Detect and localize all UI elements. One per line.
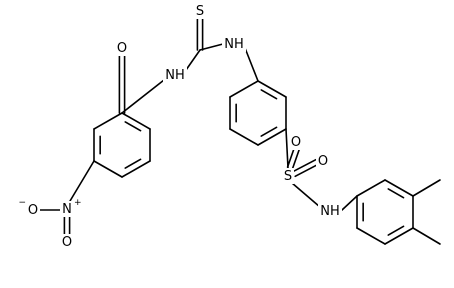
sulfonyl-o-top-bond-b: [286, 146, 296, 168]
atom-sulfonamide-nh: NH: [318, 203, 342, 219]
atom-nitro-oxygen-double: O: [60, 234, 74, 250]
atom-thione-sulfur: S: [194, 3, 206, 19]
amide-c-n-bond: [121, 79, 165, 114]
svg-text:−: −: [18, 198, 26, 208]
atom-carbonyl-oxygen: O: [115, 40, 129, 56]
atom-layer: O NH S NH N + O − O: [18, 3, 342, 250]
nitrophenyl-ring-edge-5: [93, 112, 123, 130]
nitrophenyl-ring-edge-3: [93, 160, 123, 178]
svg-text:NH: NH: [224, 37, 244, 52]
methyl-bottom-bond: [412, 227, 441, 245]
methyl-top-bond: [412, 179, 441, 197]
amide-n-thiocarbon-bond: [185, 49, 201, 71]
dimethylphenyl-ring-inner-0: [387, 188, 405, 199]
nh-dimethylphenyl-bond: [341, 195, 358, 211]
aminophenyl-ring-edge-3: [229, 128, 259, 146]
nitrophenyl-ring-inner-2: [124, 158, 142, 169]
atom-nitro-oxygen-negative: O −: [18, 198, 40, 218]
nitrophenyl-ring-inner-0: [124, 121, 142, 132]
aminophenyl-ring-inner-0: [260, 89, 278, 100]
atom-sulfonyl-oxygen-top: O: [289, 134, 303, 150]
dimethylphenyl-ring-edge-3: [356, 227, 386, 245]
dimethylphenyl-ring-inner-2: [387, 225, 405, 236]
svg-text:N: N: [62, 202, 72, 217]
svg-text:S: S: [284, 169, 292, 184]
svg-text:O: O: [62, 235, 72, 250]
dimethylphenyl-ring-edge-0: [384, 179, 414, 197]
svg-text:NH: NH: [320, 204, 340, 219]
aminophenyl-ring-edge-2: [257, 128, 287, 146]
atom-amide-nh: NH: [163, 67, 187, 83]
aminophenyl-ring-edge-5: [229, 80, 259, 98]
nitrophenyl-ring-edge-2: [121, 160, 151, 178]
sulfonyl-o-right-bond-a: [294, 163, 320, 178]
aminophenyl-ring-inner-2: [260, 126, 278, 137]
atom-sulfonyl-sulfur: S: [282, 168, 294, 184]
bond-layer: [39, 17, 441, 245]
atom-thiourea-nh: NH: [222, 36, 246, 52]
sulfonyl-nh-bond: [291, 182, 321, 208]
sulfonyl-o-top-bond-a: [291, 148, 301, 170]
sulfonyl-o-right-bond-b: [291, 158, 317, 173]
svg-text:O: O: [291, 135, 301, 150]
svg-text:O: O: [28, 203, 38, 218]
dimethylphenyl-ring-edge-5: [356, 179, 386, 197]
atom-nitro-nitrogen: N +: [60, 198, 82, 217]
aryl-nitro-bond: [69, 160, 95, 202]
thiocarbon-nh-bond: [199, 43, 224, 51]
aryl-sulfonyl-bond: [285, 128, 289, 169]
nitrophenyl-ring-edge-0: [121, 112, 151, 130]
svg-text:O: O: [117, 41, 127, 56]
svg-text:NH: NH: [165, 68, 185, 83]
svg-text:O: O: [318, 154, 328, 169]
svg-text:S: S: [196, 4, 204, 19]
aminophenyl-ring-edge-0: [257, 80, 287, 98]
atom-sulfonyl-oxygen-right: O: [316, 153, 330, 169]
dimethylphenyl-ring-edge-2: [384, 227, 414, 245]
nh-aryl-bond: [244, 47, 259, 82]
svg-text:+: +: [74, 198, 82, 208]
